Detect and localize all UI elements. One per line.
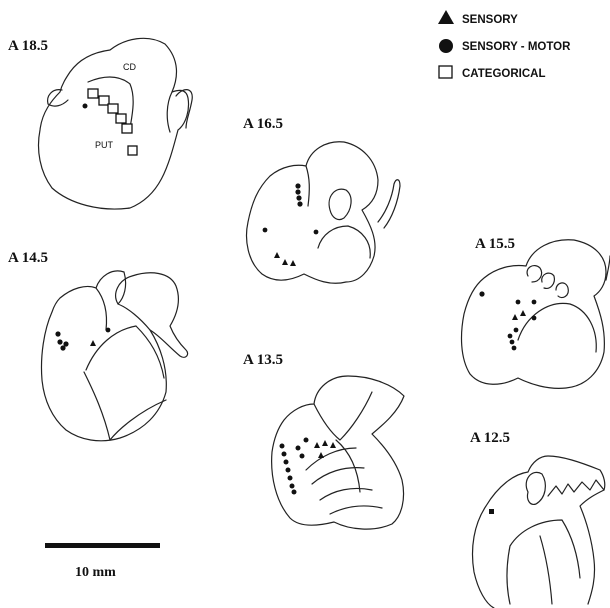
a13-5-sensory-motor-marker [304, 438, 309, 443]
a16-5-sensory-marker [290, 260, 296, 266]
section-a16-5: A 16.5 [243, 116, 400, 283]
a15-5-putamen [518, 303, 596, 352]
scale-bar-label: 10 mm [75, 565, 116, 580]
a16-5-sensory-motor-marker [296, 195, 301, 200]
legend: SENSORY SENSORY - MOTOR CATEGORICAL [438, 10, 571, 80]
a13-5-sensory-motor-marker [296, 446, 301, 451]
a16-5-sensory-motor-marker [314, 230, 319, 235]
section-label-a15-5: A 15.5 [475, 236, 515, 252]
a14-5-outline [41, 271, 166, 441]
a13-5-sensory-motor-marker [290, 484, 295, 489]
a13-5-sensory-motor-marker [292, 490, 297, 495]
a15-5-sensory-motor-marker [508, 334, 513, 339]
legend-categorical-square-icon [439, 66, 452, 78]
a18-5-label-cd: CD [123, 62, 136, 72]
a13-5-sensory-motor-marker [284, 460, 289, 465]
legend-sensory-label: SENSORY [462, 14, 518, 26]
a14-5-lobe [96, 288, 107, 330]
scale-bar: 10 mm [45, 543, 160, 580]
a13-5-sensory-motor-marker [288, 476, 293, 481]
a13-5-sensory-motor-marker [282, 452, 287, 457]
a13-5-sensory-marker [318, 452, 324, 458]
a15-5-caudate-loops [527, 266, 568, 298]
section-a13-5: A 13.5 [243, 352, 404, 529]
section-a15-5: A 15.5 [462, 236, 610, 388]
a16-5-putamen [318, 226, 370, 258]
a14-5-sensory-motor-marker [106, 328, 111, 333]
a15-5-stalk [606, 256, 610, 280]
a16-5-stalk [378, 180, 400, 228]
a15-5-sensory-marker [520, 310, 526, 316]
section-a18-5: A 18.5 CD PUT [8, 38, 192, 209]
a15-5-sensory-motor-marker [532, 300, 537, 305]
a16-5-sensory-motor-marker [295, 183, 300, 188]
a15-5-sensory-motor-marker [479, 291, 484, 296]
a15-5-sensory-motor-marker [532, 316, 537, 321]
a18-5-categorical-marker [108, 104, 118, 113]
a16-5-sensory-marker [274, 252, 280, 258]
a14-5-sensory-motor-marker [55, 331, 60, 336]
a15-5-sensory-marker [512, 314, 518, 320]
a15-5-sensory-motor-marker [516, 300, 521, 305]
a12-5-outline [473, 456, 605, 608]
a16-5-sensory-motor-marker [295, 189, 300, 194]
a16-5-outline [247, 142, 378, 284]
a18-5-categorical-marker [128, 146, 137, 155]
a13-5-sensory-motor-marker [286, 468, 291, 473]
a12-5-inner-loop [526, 472, 545, 504]
a13-5-sensory-motor-marker [280, 444, 285, 449]
a18-5-outline [39, 38, 189, 209]
a14-5-putamen-line [84, 326, 166, 440]
a12-5-putamen [507, 520, 580, 604]
section-label-a14-5: A 14.5 [8, 250, 48, 266]
a13-5-sensory-motor-marker [300, 454, 305, 459]
a13-5-sensory-marker [322, 440, 328, 446]
a12-5-sensory-motor-marker [489, 509, 494, 514]
section-label-a16-5: A 16.5 [243, 116, 283, 132]
section-label-a13-5: A 13.5 [243, 352, 283, 368]
legend-sensory-motor-dot-icon [439, 39, 453, 53]
a18-5-lateral-boundary [167, 92, 172, 132]
a18-5-categorical-marker [116, 114, 126, 123]
a16-5-inner-loop [329, 189, 351, 219]
a13-5-stripes [306, 440, 382, 514]
a18-5-categorical-marker [122, 124, 132, 133]
a18-5-label-put: PUT [95, 140, 114, 150]
a14-5-sensory-motor-marker [63, 341, 68, 346]
a13-5-sensory-marker [314, 442, 320, 448]
a14-5-sensory-motor-marker [57, 339, 62, 344]
a16-5-sensory-motor-marker [297, 201, 302, 206]
a18-5-sensory-motor-marker [83, 104, 88, 109]
a15-5-sensory-motor-marker [512, 346, 517, 351]
a13-5-upper-fan [314, 392, 372, 440]
a14-5-sensory-marker [90, 340, 96, 346]
legend-sensory-triangle-icon [438, 10, 454, 24]
a16-5-caudate [306, 166, 309, 206]
a13-5-outline [272, 376, 404, 529]
a13-5-sensory-marker [330, 442, 336, 448]
a15-5-sensory-motor-marker [510, 340, 515, 345]
section-a12-5: A 12.5 [470, 430, 605, 608]
section-label-a12-5: A 12.5 [470, 430, 510, 446]
scale-bar-line [45, 543, 160, 548]
a12-5-jagged-edge [548, 480, 604, 496]
section-a14-5: A 14.5 [8, 250, 188, 441]
section-label-a18-5: A 18.5 [8, 38, 48, 54]
a16-5-sensory-motor-marker [263, 228, 268, 233]
legend-categorical-label: CATEGORICAL [462, 68, 545, 80]
legend-sensory-motor-label: SENSORY - MOTOR [462, 41, 571, 53]
a15-5-sensory-motor-marker [514, 328, 519, 333]
a16-5-sensory-marker [282, 259, 288, 265]
a18-5-categorical-marker [88, 89, 98, 98]
